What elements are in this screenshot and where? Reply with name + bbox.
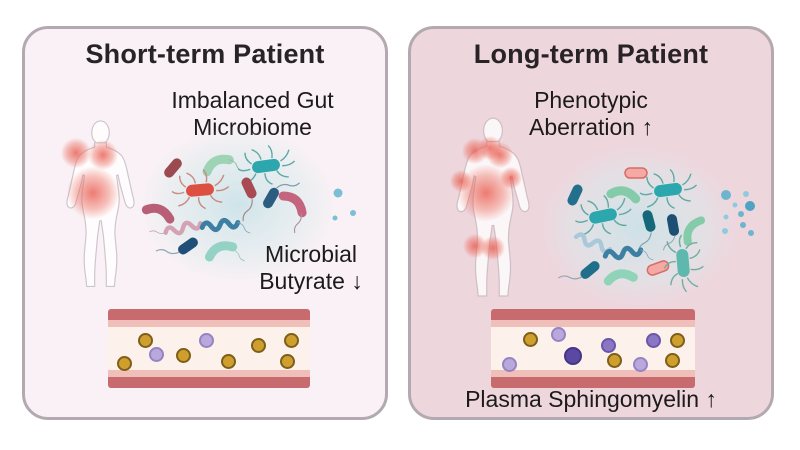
butyrate-particle [670,333,685,348]
sphingomyelin-particle [646,333,661,348]
butyrate-particle [607,353,622,368]
butyrate-particle [221,354,236,369]
vessel-inner-lining-bottom [491,370,695,377]
butyrate-particle [176,348,191,363]
butyrate-particle [117,356,132,371]
sphingomyelin-particle [601,338,616,353]
panel-long-term: Long-term Patient Phenotypic Aberration … [408,26,774,420]
label-microbial-butyrate: Microbial Butyrate ↓ [259,241,363,295]
butyrate-particle [138,333,153,348]
vessel-wall-bottom [108,377,310,388]
panel-title-long-term: Long-term Patient [473,39,709,69]
vessel-wall-bottom [491,377,695,388]
sphingomyelin-particle-dark [564,347,582,365]
butyrate-particle [284,333,299,348]
label-phenotypic-aberration: Phenotypic Aberration ↑ [528,87,653,141]
sphingomyelin-particle [633,357,648,372]
gut-microbiome-cluster [539,145,755,309]
free-metabolite-dots [332,188,356,221]
sphingomyelin-particle [502,357,517,372]
inflammation-spot-shoulder-left [61,138,91,168]
inflammation-spot-shoulder-right [487,142,513,168]
butyrate-particle [523,332,538,347]
vessel-lumen [491,327,695,370]
blood-vessel [108,309,310,388]
vessel-inner-lining-top [491,320,695,327]
label-plasma-sphingomyelin: Plasma Sphingomyelin ↑ [465,386,717,412]
vessel-inner-lining-top [108,320,310,327]
label-imbalanced-gut-microbiome: Imbalanced Gut Microbiome [171,87,334,141]
vessel-inner-lining-bottom [108,370,310,377]
butyrate-particle [251,338,266,353]
inflammation-spot-abdomen [67,167,119,219]
panel-title-short-term: Short-term Patient [85,39,325,69]
sphingomyelin-particle [551,327,566,342]
blood-vessel [491,309,695,388]
vessel-wall-top [491,309,695,320]
sphingomyelin-particle [149,347,164,362]
inflammation-spot-knee-right [481,236,505,260]
butyrate-particle [665,353,680,368]
bacterium-rod-salmon [624,167,648,179]
inflammation-spot-shoulder-right [88,140,118,170]
vessel-wall-top [108,309,310,320]
inflammation-spot-abdomen [458,165,514,221]
free-metabolite-dots [721,190,755,236]
panel-short-term: Short-term Patient Imbalanced Gut Microb… [22,26,388,420]
gut-microbiome-cluster [140,127,356,283]
sphingomyelin-particle [199,333,214,348]
butyrate-particle [280,354,295,369]
